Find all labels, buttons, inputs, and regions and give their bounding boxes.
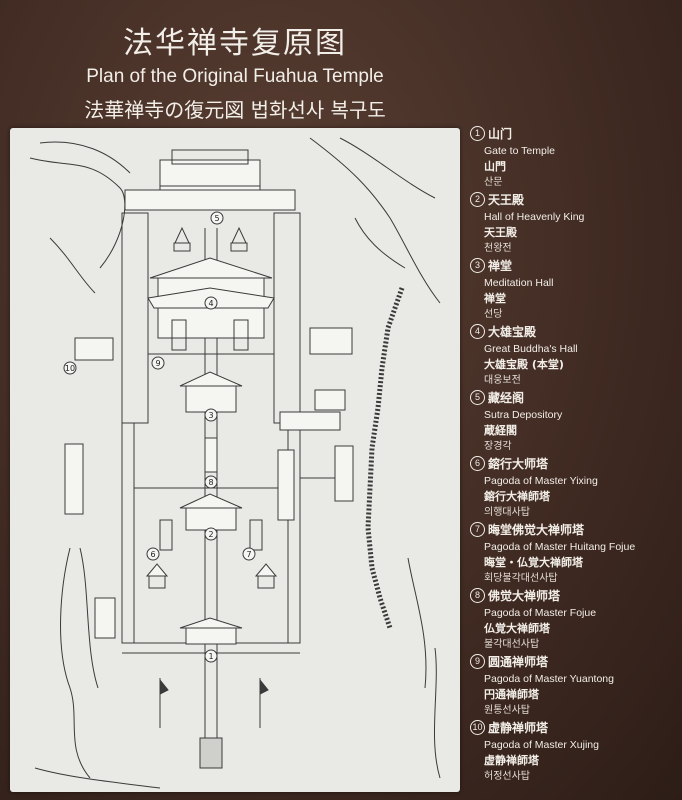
legend-number: 3 bbox=[470, 258, 485, 273]
legend-item: 1 山门 Gate to Temple 山門 산문 bbox=[470, 124, 680, 190]
legend-traditional: 大雄宝殿 (本堂) bbox=[484, 358, 564, 371]
legend-korean: 원통선사탑 bbox=[484, 705, 530, 716]
legend-korean: 장경각 bbox=[484, 441, 512, 452]
legend-traditional: 円通禅師塔 bbox=[484, 688, 539, 701]
plan-marker-label: 8 bbox=[208, 478, 213, 487]
legend-chinese: 鎔行大师塔 bbox=[488, 457, 549, 471]
title-chinese: 法华禅寺复原图 bbox=[123, 26, 347, 61]
legend-chinese: 山门 bbox=[488, 127, 513, 141]
legend-english: Pagoda of Master Yixing bbox=[484, 475, 598, 487]
plan-drawing: 1 2 3 4 5 6 7 8 9 10 bbox=[29, 137, 441, 789]
legend-traditional: 禅堂 bbox=[484, 292, 506, 305]
legend-item: 10 虚静禅师塔 Pagoda of Master Xujing 虚静禅師塔 허… bbox=[470, 718, 680, 784]
legend-item-head: 8 佛觉大禅师塔 bbox=[470, 586, 680, 605]
legend-english: Great Buddha's Hall bbox=[484, 343, 578, 355]
legend-item: 6 鎔行大师塔 Pagoda of Master Yixing 鎔行大禅師塔 의… bbox=[470, 454, 680, 520]
legend-chinese: 大雄宝殿 bbox=[488, 325, 537, 339]
legend-english: Meditation Hall bbox=[484, 277, 554, 289]
legend-english: Hall of Heavenly King bbox=[484, 211, 585, 223]
legend-item-head: 10 虚静禅师塔 bbox=[470, 718, 680, 737]
plan-marker-label: 3 bbox=[208, 411, 213, 420]
legend-item: 8 佛觉大禅师塔 Pagoda of Master Fojue 仏覚大禅師塔 불… bbox=[470, 586, 680, 652]
legend-chinese: 禅堂 bbox=[488, 259, 513, 273]
legend-english: Pagoda of Master Yuantong bbox=[484, 673, 614, 685]
plan-marker-circle bbox=[204, 296, 218, 310]
plan-marker-label: 2 bbox=[208, 530, 213, 539]
legend-korean: 천왕전 bbox=[484, 243, 512, 254]
legend-chinese: 藏经阁 bbox=[488, 391, 525, 405]
legend-item-head: 7 晦堂佛觉大禅师塔 bbox=[470, 520, 680, 539]
legend-korean: 선당 bbox=[484, 309, 503, 320]
legend-chinese: 晦堂佛觉大禅师塔 bbox=[488, 523, 585, 537]
legend-english: Sutra Depository bbox=[484, 409, 563, 421]
legend-korean: 산문 bbox=[484, 177, 503, 188]
plan-marker-label: 10 bbox=[65, 364, 75, 373]
legend: 1 山门 Gate to Temple 山門 산문 2 天王殿 Hall of … bbox=[470, 124, 680, 784]
legend-item: 5 藏经阁 Sutra Depository 蔵経閣 장경각 bbox=[470, 388, 680, 454]
plan-marker-circle bbox=[210, 211, 224, 225]
legend-chinese: 虚静禅师塔 bbox=[488, 721, 549, 735]
legend-number: 9 bbox=[470, 654, 485, 669]
legend-traditional: 晦堂・仏覚大禅師塔 bbox=[484, 556, 583, 569]
legend-number: 7 bbox=[470, 522, 485, 537]
legend-number: 5 bbox=[470, 390, 485, 405]
legend-english: Pagoda of Master Fojue bbox=[484, 607, 597, 619]
plan-marker-circle bbox=[151, 356, 165, 370]
plan-marker-circle bbox=[242, 547, 256, 561]
legend-number: 1 bbox=[470, 126, 485, 141]
legend-item-head: 1 山门 bbox=[470, 124, 680, 143]
legend-item-head: 6 鎔行大师塔 bbox=[470, 454, 680, 473]
legend-traditional: 虚静禅師塔 bbox=[484, 754, 539, 767]
plan-marker-circle bbox=[146, 547, 160, 561]
title-english: Plan of the Original Fuahua Temple bbox=[86, 66, 384, 87]
legend-chinese: 天王殿 bbox=[488, 193, 525, 207]
plan-marker-circle bbox=[204, 475, 218, 489]
legend-english: Pagoda of Master Xujing bbox=[484, 739, 599, 751]
legend-korean: 의행대사탑 bbox=[484, 507, 530, 518]
plan-marker-label: 6 bbox=[150, 550, 155, 559]
legend-item-head: 2 天王殿 bbox=[470, 190, 680, 209]
legend-korean: 불각대선사탑 bbox=[484, 639, 540, 650]
plan-marker-circle bbox=[63, 361, 77, 375]
legend-number: 4 bbox=[470, 324, 485, 339]
legend-chinese: 圆通禅师塔 bbox=[488, 655, 549, 669]
plan-marker-label: 1 bbox=[208, 652, 213, 661]
legend-korean: 회당불각대선사탑 bbox=[484, 573, 558, 584]
legend-korean: 허정선사탑 bbox=[484, 771, 530, 782]
legend-traditional: 蔵経閣 bbox=[484, 424, 517, 437]
plan-marker-circle bbox=[204, 649, 218, 663]
legend-item: 7 晦堂佛觉大禅师塔 Pagoda of Master Huitang Foju… bbox=[470, 520, 680, 586]
plan-marker-label: 9 bbox=[155, 359, 160, 368]
legend-item-head: 4 大雄宝殿 bbox=[470, 322, 680, 341]
legend-traditional: 鎔行大禅師塔 bbox=[484, 490, 550, 503]
legend-item-head: 5 藏经阁 bbox=[470, 388, 680, 407]
plan-marker-label: 5 bbox=[214, 214, 219, 223]
legend-chinese: 佛觉大禅师塔 bbox=[488, 589, 561, 603]
legend-number: 10 bbox=[470, 720, 485, 735]
plan-marker-circle bbox=[204, 408, 218, 422]
plan-marker-label: 4 bbox=[208, 299, 213, 308]
legend-traditional: 天王殿 bbox=[484, 226, 517, 239]
legend-number: 2 bbox=[470, 192, 485, 207]
plan-marker-circle bbox=[204, 527, 218, 541]
legend-item-head: 3 禅堂 bbox=[470, 256, 680, 275]
legend-english: Pagoda of Master Huitang Fojue bbox=[484, 541, 636, 553]
legend-korean: 대웅보전 bbox=[484, 375, 521, 386]
temple-plan: 1 2 3 4 5 6 7 8 9 10 bbox=[10, 128, 460, 792]
title-japanese-korean: 法華禅寺の復元図 법화선사 복구도 bbox=[84, 98, 386, 122]
legend-item: 2 天王殿 Hall of Heavenly King 天王殿 천왕전 bbox=[470, 190, 680, 256]
legend-item-head: 9 圆通禅师塔 bbox=[470, 652, 680, 671]
legend-number: 6 bbox=[470, 456, 485, 471]
legend-item: 9 圆通禅师塔 Pagoda of Master Yuantong 円通禅師塔 … bbox=[470, 652, 680, 718]
legend-traditional: 山門 bbox=[484, 160, 506, 173]
legend-number: 8 bbox=[470, 588, 485, 603]
legend-item: 3 禅堂 Meditation Hall 禅堂 선당 bbox=[470, 256, 680, 322]
legend-traditional: 仏覚大禅師塔 bbox=[484, 622, 550, 635]
legend-english: Gate to Temple bbox=[484, 145, 556, 157]
legend-item: 4 大雄宝殿 Great Buddha's Hall 大雄宝殿 (本堂) 대웅보… bbox=[470, 322, 680, 388]
plan-marker-label: 7 bbox=[246, 550, 251, 559]
